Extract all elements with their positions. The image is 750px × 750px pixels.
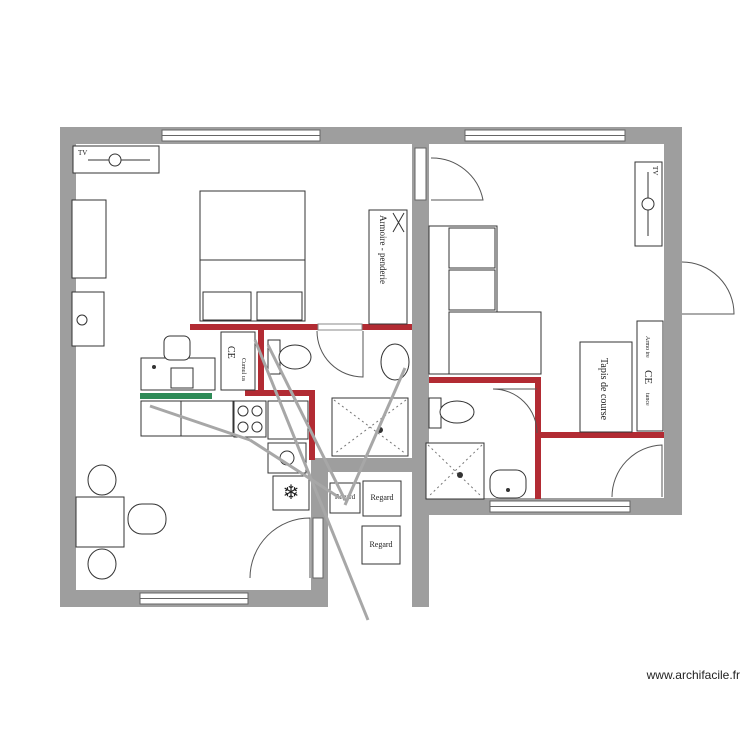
dining-chair-bottom xyxy=(87,548,117,580)
washbasin-right-drain xyxy=(506,488,510,492)
hob-ring-4 xyxy=(251,421,263,433)
partition-top xyxy=(190,324,412,330)
desk-lamp xyxy=(152,365,156,369)
wall-right xyxy=(664,127,682,515)
pipe-4 xyxy=(249,438,341,500)
door-right-exterior xyxy=(681,261,735,315)
pillow-2 xyxy=(256,291,303,321)
regard-label-2: Regard xyxy=(370,493,393,502)
door-top-right xyxy=(430,157,484,201)
door-wc xyxy=(316,330,364,378)
pipes xyxy=(149,339,407,621)
desk-computer xyxy=(170,367,194,389)
door-bath-right xyxy=(492,388,538,434)
wc-bowl-left xyxy=(278,344,312,370)
washbasin-right xyxy=(489,469,527,499)
wall-corridor-top xyxy=(311,458,429,472)
door-entrance-frame xyxy=(312,517,324,579)
cumulus-label-left: Cumul us xyxy=(240,358,246,382)
pillow-1 xyxy=(202,291,252,321)
dining-chair-top xyxy=(87,464,117,496)
interior-walls xyxy=(190,323,664,499)
tv-knob xyxy=(108,153,122,167)
right-furniture: TV Tapis de course CE Armo ire tance xyxy=(425,161,664,500)
regard-label-1: Regard xyxy=(335,493,356,501)
dining-table xyxy=(75,496,125,548)
snowflake-icon: ❄ xyxy=(283,482,300,504)
wc-bowl-right xyxy=(439,400,475,424)
hob-ring-2 xyxy=(251,405,263,417)
hob xyxy=(233,400,267,438)
sofa-cushion-1 xyxy=(448,227,496,269)
sink-unit xyxy=(140,400,182,437)
pipe-3 xyxy=(149,404,251,442)
regard-label-3: Regard xyxy=(369,540,392,549)
hob-ring-1 xyxy=(237,405,249,417)
ce-label-left: CE xyxy=(225,346,236,359)
ce-small-label-right: tance xyxy=(644,393,650,406)
wardrobe-x-2 xyxy=(392,212,405,233)
shower-diagonal-2 xyxy=(333,399,407,455)
ce-unit-left xyxy=(220,331,256,391)
door-bedroom-right xyxy=(611,444,663,498)
regard-box-3 xyxy=(361,525,401,565)
sofa-cushion-2 xyxy=(448,269,496,311)
pipe-5 xyxy=(343,367,407,506)
wardrobe-label: Armoire - penderie xyxy=(378,215,388,284)
shower-right-drain xyxy=(457,472,463,478)
wall-middle xyxy=(412,127,429,607)
counter-strip xyxy=(140,393,212,399)
ce-unit-right xyxy=(636,320,664,432)
ce-label-right: CE xyxy=(642,370,654,384)
tv-label-right: TV xyxy=(651,166,659,175)
partition-wc-left xyxy=(258,324,264,394)
regard-box-2 xyxy=(362,480,402,517)
cooker-ring xyxy=(76,314,88,326)
wardrobe xyxy=(368,209,408,325)
pipe-2 xyxy=(266,344,347,501)
shelf-left xyxy=(71,199,107,279)
windows xyxy=(139,129,631,605)
partition-bath-left xyxy=(309,390,315,460)
partition-door-gap xyxy=(317,323,363,331)
rug xyxy=(579,341,633,433)
partition-right-top xyxy=(429,377,541,383)
doors xyxy=(249,157,735,579)
dining-chair-side xyxy=(127,503,167,535)
left-furniture: TV Armoire - penderie CE Cumul us xyxy=(71,145,410,580)
washbasin-left xyxy=(380,343,410,381)
tv-knob-right xyxy=(641,197,655,211)
wc-tank-right xyxy=(428,397,442,429)
partition-right-bottom xyxy=(535,432,664,438)
hob-ring-3 xyxy=(237,421,249,433)
wall-left xyxy=(60,127,76,607)
door-entrance xyxy=(249,517,311,579)
archifacile-watermark: www.archifacile.fr xyxy=(646,668,740,682)
partition-wc-bottom xyxy=(245,390,315,396)
sofa-chaise xyxy=(448,311,542,375)
window-middle xyxy=(414,147,427,201)
tv-label-left: TV xyxy=(78,149,87,157)
rug-label: Tapis de course xyxy=(598,358,609,421)
desk-chair xyxy=(163,335,191,361)
fridge xyxy=(272,475,310,511)
armoire-label-right: Armo ire xyxy=(644,336,650,358)
